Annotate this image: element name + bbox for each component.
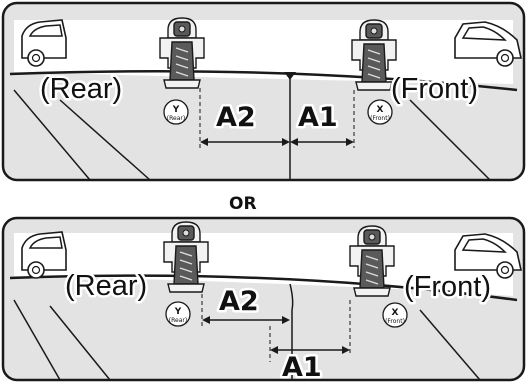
bottom-a2-label: A2 (219, 286, 259, 317)
bottom-x-marker-letter: X (392, 308, 399, 318)
top-x-marker: X (Front) (367, 99, 393, 125)
top-x-marker-letter: X (377, 105, 384, 115)
bottom-roof-panel-lines (13, 299, 481, 381)
bottom-x-marker: X (Front) (382, 302, 408, 328)
bottom-y-marker: Y (Rear) (165, 301, 191, 327)
top-panel: A2 A1 (Rear) (Front) Y (Rear) X (Front) (1, 1, 526, 182)
bottom-front-label: (Front) (404, 271, 491, 303)
top-roof-panel-lines (13, 89, 491, 181)
top-roof-edge (9, 69, 518, 92)
bottom-a2-dimension-icon (202, 316, 290, 324)
bottom-centerline (289, 283, 294, 380)
top-rear-label: (Rear) (40, 73, 122, 105)
bottom-panel: A2 A1 (Rear) (Front) Y (Rear) X (Front) (1, 216, 526, 383)
bottom-y-marker-letter: Y (174, 307, 182, 317)
top-front-label: (Front) (391, 73, 478, 105)
top-a1-dimension-icon (290, 138, 354, 146)
top-center-mark-icon (284, 72, 296, 80)
bottom-a1-label: A1 (282, 352, 322, 383)
top-a2-label: A2 (216, 102, 256, 133)
bottom-y-marker-sub: (Rear) (169, 317, 187, 324)
bottom-x-marker-sub: (Front) (385, 318, 405, 325)
bottom-a1-dimension-icon (270, 346, 350, 354)
or-separator: OR (229, 194, 257, 214)
top-a2-dimension-icon (200, 138, 290, 146)
top-y-marker: Y (Rear) (163, 99, 189, 125)
bottom-rear-label: (Rear) (65, 270, 147, 302)
top-y-marker-letter: Y (172, 105, 180, 115)
top-y-marker-sub: (Rear) (167, 115, 185, 122)
bottom-roof-edge (9, 274, 518, 302)
top-x-marker-sub: (Front) (370, 115, 390, 122)
top-a1-label: A1 (298, 102, 338, 133)
